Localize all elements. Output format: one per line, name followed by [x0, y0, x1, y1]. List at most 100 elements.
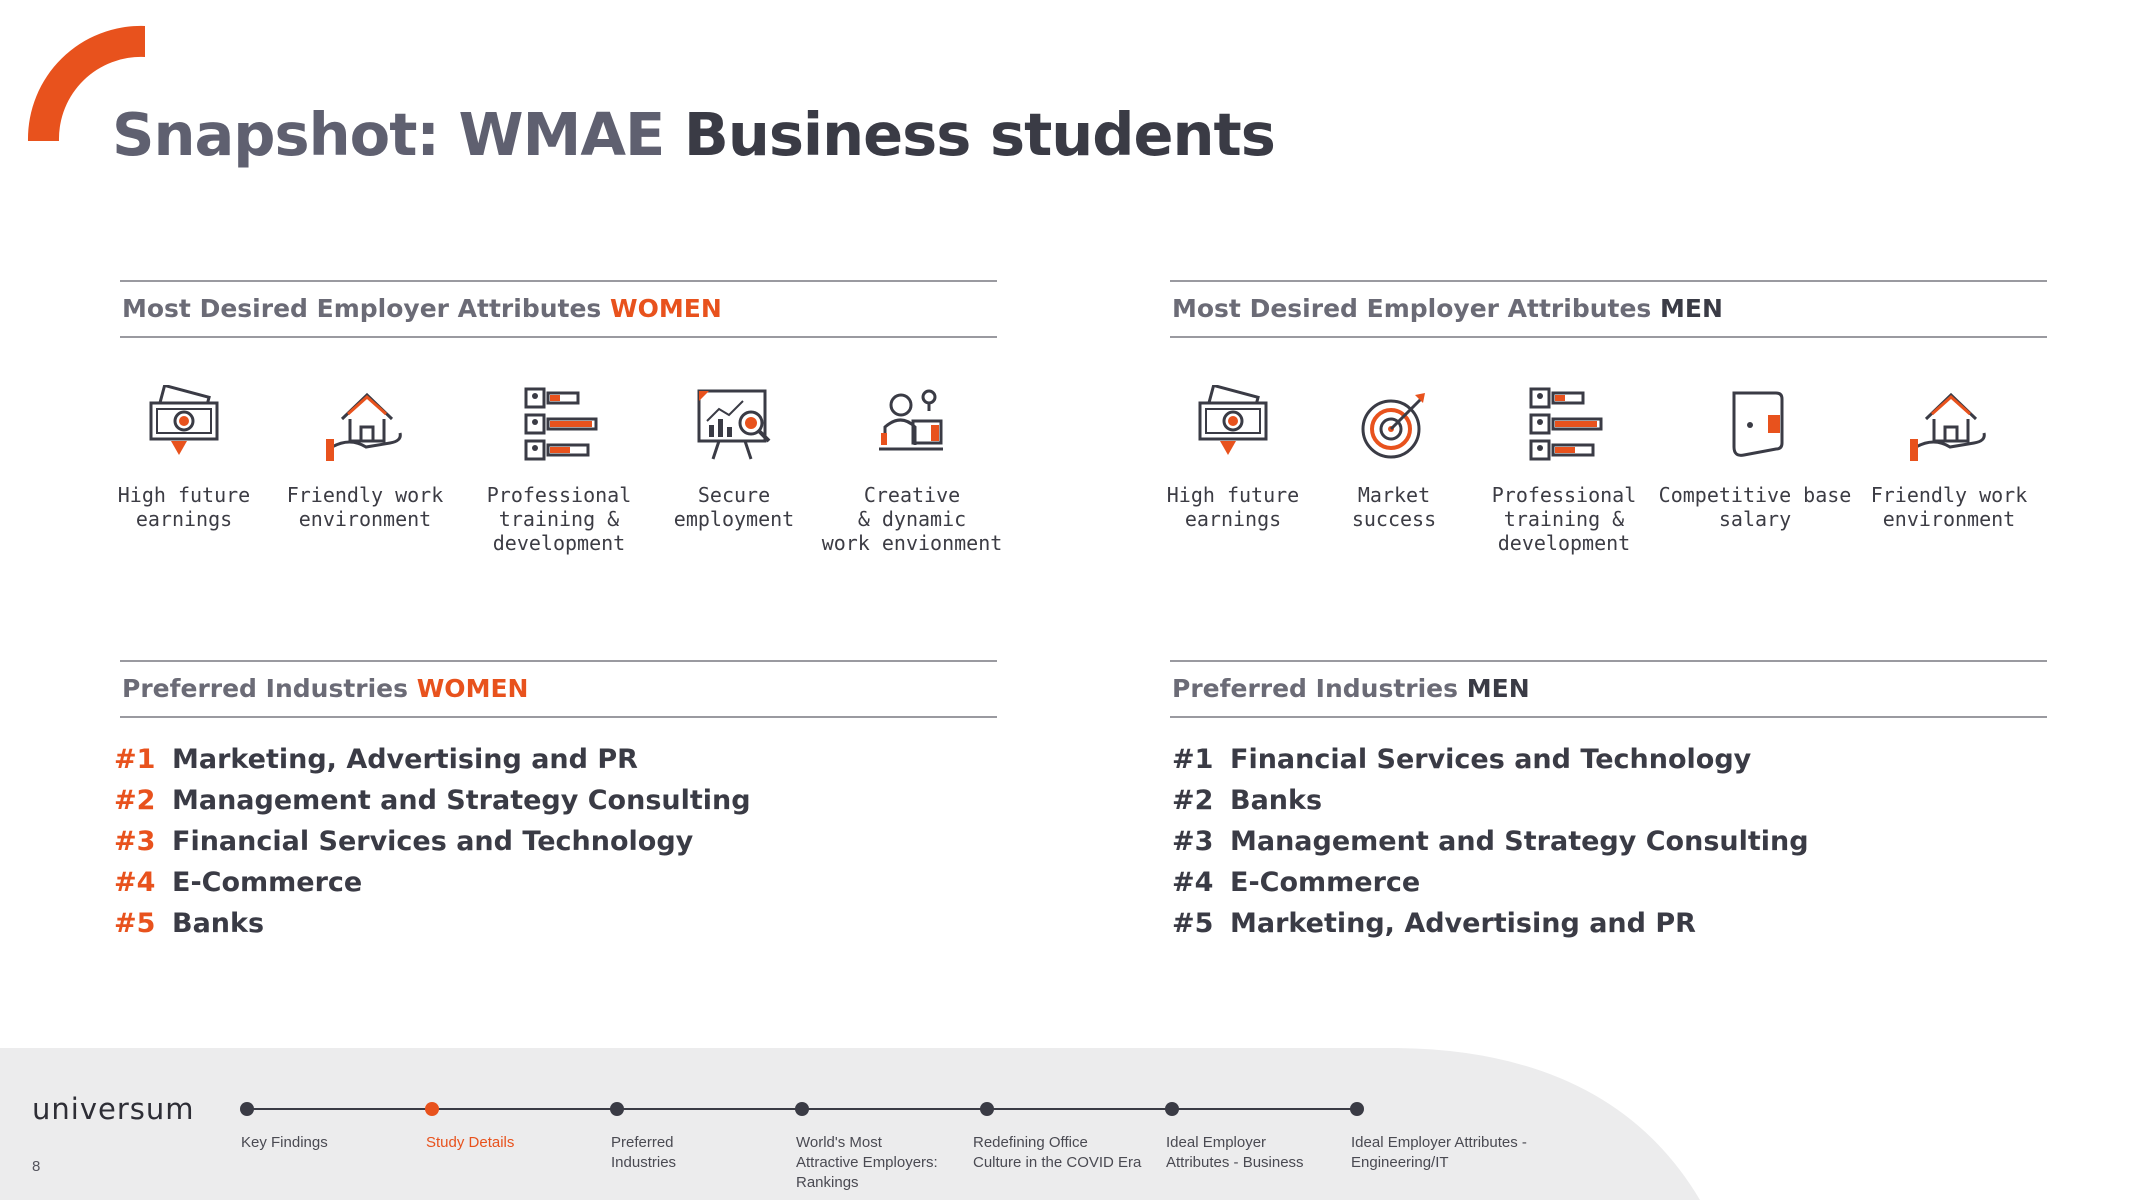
timeline-link-rankings[interactable]: World's Most Attractive Employers: Ranki… — [796, 1134, 938, 1191]
rank-number: #3 — [1172, 826, 1214, 857]
money-icon — [1198, 385, 1268, 455]
timeline-dot-attributes-engineering[interactable] — [1350, 1102, 1364, 1116]
women-industries-heading: Preferred Industries WOMEN — [120, 662, 997, 716]
men-attributes-heading: Most Desired Employer Attributes MEN — [1170, 282, 2047, 336]
attribute-label: Friendly work environment — [1870, 483, 2028, 531]
women-attributes-heading: Most Desired Employer Attributes WOMEN — [120, 282, 997, 336]
target-icon — [1361, 393, 1425, 459]
list-item: #3 Financial Services and Technology — [114, 821, 751, 862]
industry-name: Banks — [172, 908, 265, 939]
timeline-dot-office-culture[interactable] — [980, 1102, 994, 1116]
heading-text: Preferred Industries — [122, 674, 409, 703]
men-attribute-item: Competitive base salary — [1655, 385, 1855, 531]
attribute-label: Professional training & development — [1491, 483, 1637, 555]
industry-name: Financial Services and Technology — [172, 826, 694, 857]
house-hand-icon — [326, 392, 402, 461]
industry-name: Marketing, Advertising and PR — [1230, 908, 1696, 939]
presentation-chart-icon — [697, 389, 771, 460]
attribute-label: Creative & dynamic work envionment — [821, 483, 1003, 555]
rank-number: #5 — [1172, 908, 1214, 939]
timeline-link-key-findings[interactable]: Key Findings — [241, 1134, 328, 1151]
timeline-dot-key-findings[interactable] — [240, 1102, 254, 1116]
heading-text: Most Desired Employer Attributes — [122, 294, 602, 323]
creative-person-icon — [879, 389, 943, 451]
rank-number: #1 — [1172, 744, 1214, 775]
attribute-label: Friendly work environment — [286, 483, 444, 531]
money-icon — [149, 385, 219, 455]
heading-accent: WOMEN — [416, 674, 529, 703]
corner-arc-decoration — [27, 25, 146, 141]
page-title: Snapshot: WMAE Business students — [112, 100, 1276, 169]
men-attributes-panel: Most Desired Employer Attributes MEN — [1170, 280, 2047, 338]
timeline-dot-rankings[interactable] — [795, 1102, 809, 1116]
page-number: 8 — [32, 1158, 41, 1175]
attribute-label: Secure employment — [673, 483, 795, 531]
rank-number: #2 — [114, 785, 156, 816]
rank-number: #1 — [114, 744, 156, 775]
list-item: #4 E-Commerce — [1172, 862, 1809, 903]
timeline-link-attributes-business[interactable]: Ideal Employer Attributes - Business — [1166, 1134, 1304, 1171]
list-item: #4 E-Commerce — [114, 862, 751, 903]
divider — [120, 336, 997, 338]
women-attribute-item: Secure employment — [634, 385, 834, 531]
rank-number: #5 — [114, 908, 156, 939]
rank-number: #4 — [114, 867, 156, 898]
list-item: #2 Management and Strategy Consulting — [114, 780, 751, 821]
heading-accent: WOMEN — [610, 294, 722, 323]
timeline-dot-study-details[interactable] — [425, 1102, 439, 1116]
attribute-label: Market success — [1351, 483, 1437, 531]
industry-name: Management and Strategy Consulting — [1230, 826, 1809, 857]
list-item: #1 Financial Services and Technology — [1172, 739, 1809, 780]
women-attribute-item: Professional training & development — [459, 385, 659, 555]
list-item: #5 Banks — [114, 903, 751, 944]
women-attribute-item: Creative & dynamic work envionment — [812, 385, 1012, 555]
timeline-dot-preferred-industries[interactable] — [610, 1102, 624, 1116]
attribute-label: High future earnings — [117, 483, 251, 531]
industry-name: Marketing, Advertising and PR — [172, 744, 638, 775]
women-attributes-panel: Most Desired Employer Attributes WOMEN — [120, 280, 997, 338]
attribute-label: Professional training & development — [486, 483, 632, 555]
timeline-link-study-details[interactable]: Study Details — [426, 1134, 515, 1151]
attribute-label: Competitive base salary — [1658, 483, 1852, 531]
women-industries-list: #1 Marketing, Advertising and PR #2 Manage… — [114, 739, 751, 944]
women-attribute-item: High future earnings — [84, 385, 284, 531]
divider — [1170, 660, 2047, 662]
house-hand-icon — [1910, 392, 1986, 461]
industry-name: E-Commerce — [172, 867, 363, 898]
heading-accent: MEN — [1660, 294, 1723, 323]
list-item: #5 Marketing, Advertising and PR — [1172, 903, 1809, 944]
wallet-icon — [1732, 391, 1784, 457]
men-attribute-item: High future earnings — [1133, 385, 1333, 531]
women-attribute-item: Friendly work environment — [265, 385, 465, 531]
divider — [120, 660, 997, 662]
industry-name: Banks — [1230, 785, 1323, 816]
training-bars-icon — [1529, 387, 1603, 461]
rank-number: #3 — [114, 826, 156, 857]
footer-background — [0, 1048, 1700, 1200]
title-main: Business students — [683, 100, 1276, 169]
men-attribute-item: Market success — [1294, 385, 1494, 531]
heading-text: Most Desired Employer Attributes — [1172, 294, 1652, 323]
women-industries-panel: Preferred Industries WOMEN — [120, 660, 997, 718]
divider — [1170, 336, 2047, 338]
rank-number: #4 — [1172, 867, 1214, 898]
training-bars-icon — [524, 387, 598, 461]
heading-text: Preferred Industries — [1172, 674, 1459, 703]
industry-name: Management and Strategy Consulting — [172, 785, 751, 816]
men-industries-heading: Preferred Industries MEN — [1170, 662, 2047, 716]
men-industries-list: #1 Financial Services and Technology #2 Ba… — [1172, 739, 1809, 944]
universum-logo: universum — [32, 1092, 195, 1126]
divider — [120, 716, 997, 718]
timeline-link-office-culture[interactable]: Redefining Office Culture in the COVID E… — [973, 1134, 1142, 1171]
list-item: #1 Marketing, Advertising and PR — [114, 739, 751, 780]
attribute-label: High future earnings — [1166, 483, 1300, 531]
timeline-link-attributes-engineering[interactable]: Ideal Employer Attributes - Engineering/… — [1351, 1134, 1527, 1171]
timeline-dot-attributes-business[interactable] — [1165, 1102, 1179, 1116]
timeline-link-preferred-industries[interactable]: Preferred Industries — [611, 1134, 677, 1171]
industry-name: E-Commerce — [1230, 867, 1421, 898]
industry-name: Financial Services and Technology — [1230, 744, 1752, 775]
title-prefix: Snapshot: WMAE — [112, 100, 665, 169]
rank-number: #2 — [1172, 785, 1214, 816]
divider — [1170, 716, 2047, 718]
heading-accent: MEN — [1466, 674, 1530, 703]
